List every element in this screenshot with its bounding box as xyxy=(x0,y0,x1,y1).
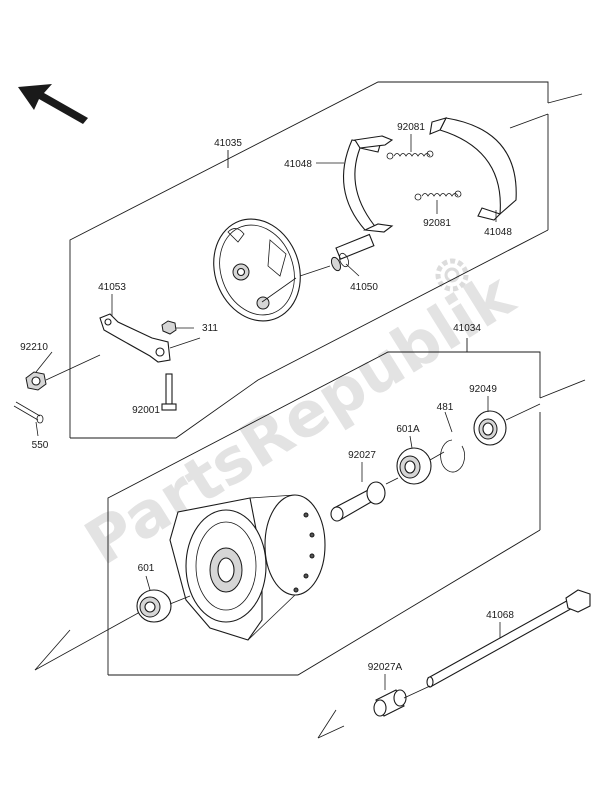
hub-assembly-frame xyxy=(34,338,586,676)
bearing-601 xyxy=(136,589,172,623)
label-481: 481 xyxy=(437,402,454,413)
collar-92027A xyxy=(317,685,431,739)
label-41048-left: 41048 xyxy=(284,159,312,170)
label-601A: 601A xyxy=(396,424,420,435)
label-41048-right: 41048 xyxy=(484,227,512,238)
brake-shoe-left xyxy=(342,135,394,233)
label-41034: 41034 xyxy=(453,323,481,334)
axle-41068 xyxy=(426,589,591,688)
label-550: 550 xyxy=(32,440,49,451)
label-92027: 92027 xyxy=(348,450,376,461)
brake-cam-lever xyxy=(99,313,171,363)
circlip-481 xyxy=(440,439,465,473)
upper-axle-centerline xyxy=(45,265,331,381)
brake-shoe-right xyxy=(429,117,517,221)
oil-seal-92049 xyxy=(473,410,507,446)
label-41035: 41035 xyxy=(214,138,242,149)
axle-nut-92210 xyxy=(25,371,47,391)
front-direction-arrow-icon xyxy=(18,84,88,124)
label-41050: 41050 xyxy=(350,282,378,293)
label-92081-bottom: 92081 xyxy=(423,218,451,229)
leader-lines xyxy=(35,134,501,690)
label-41068: 41068 xyxy=(486,610,514,621)
brake-cam xyxy=(330,233,375,272)
label-92049: 92049 xyxy=(469,384,497,395)
label-601: 601 xyxy=(138,563,155,574)
label-92027A: 92027A xyxy=(368,662,403,673)
wheel-hub xyxy=(169,494,326,641)
part-labels: 41035 92081 41048 92081 41048 41053 4105… xyxy=(20,122,514,673)
nut-311 xyxy=(161,320,177,335)
label-92001: 92001 xyxy=(132,405,160,416)
cotter-pin-550 xyxy=(13,401,44,424)
brake-spring-bottom xyxy=(414,190,462,201)
bolt-92001 xyxy=(161,373,177,411)
brake-spring-top xyxy=(386,150,434,160)
brake-panel xyxy=(213,218,301,322)
spacer-92027 xyxy=(330,481,386,522)
gear-watermark-icon xyxy=(435,258,469,292)
label-311: 311 xyxy=(202,323,218,334)
brake-assembly-frame xyxy=(69,81,583,439)
label-92210: 92210 xyxy=(20,342,48,353)
bearing-601A xyxy=(396,447,432,485)
label-92081-top: 92081 xyxy=(397,122,425,133)
label-41053: 41053 xyxy=(98,282,126,293)
lower-axle-centerline xyxy=(169,403,541,605)
